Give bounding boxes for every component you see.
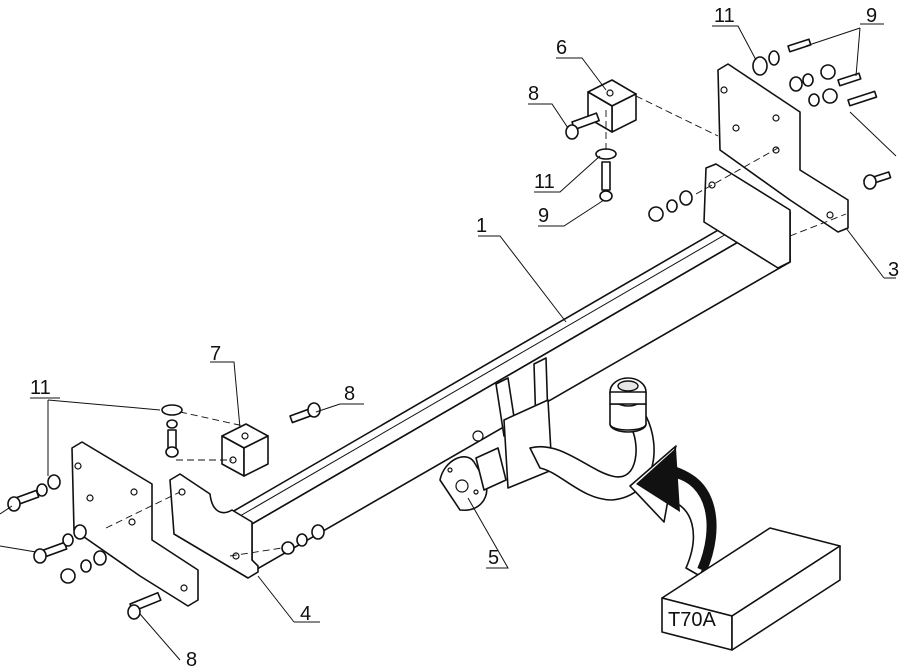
label-8-top: 8 (528, 83, 539, 105)
tow-ball-neck (495, 357, 655, 501)
left-side-bracket (71, 441, 259, 607)
fasteners (7, 38, 892, 620)
part-number-label: T70A (668, 609, 716, 631)
direction-arrow (629, 445, 717, 577)
mount-bracket-7 (221, 423, 269, 477)
label-11-mid: 11 (534, 171, 555, 193)
mount-bracket-6 (587, 79, 637, 133)
label-9-top: 9 (866, 5, 877, 27)
label-4: 4 (300, 603, 311, 625)
label-8-bottom: 8 (186, 649, 197, 670)
label-3: 3 (888, 259, 899, 281)
assembly-lines (105, 95, 847, 557)
leader-lines (0, 23, 897, 661)
label-5: 5 (488, 547, 499, 569)
label-6: 6 (556, 37, 567, 59)
label-7: 7 (210, 343, 221, 365)
part-labels: 1 3 4 5 6 7 8 8 8 9 9 11 11 11 (30, 5, 899, 670)
right-side-bracket (703, 63, 849, 269)
label-9-mid: 9 (538, 205, 549, 227)
socket-plate (439, 430, 507, 511)
label-11-top-right: 11 (714, 5, 735, 27)
label-11-left: 11 (30, 377, 51, 399)
part-number-box: T70A (661, 527, 841, 651)
label-1: 1 (476, 215, 487, 237)
label-8-mid: 8 (344, 383, 355, 405)
